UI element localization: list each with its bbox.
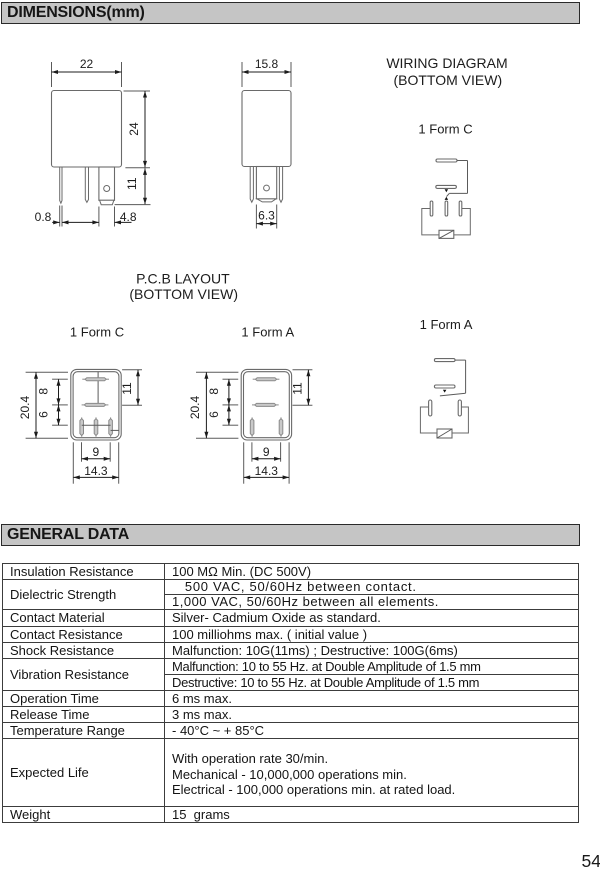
svg-text:6: 6 [207,411,221,418]
svg-text:4.8: 4.8 [120,210,137,224]
svg-text:1 Form C: 1 Form C [418,121,472,136]
svg-text:(BOTTOM VIEW): (BOTTOM VIEW) [393,72,502,88]
svg-text:8: 8 [37,388,51,395]
svg-text:6: 6 [37,411,51,418]
svg-text:11: 11 [120,382,134,395]
svg-text:20.4: 20.4 [18,395,32,419]
svg-text:24: 24 [127,122,141,136]
svg-text:1 Form C: 1 Form C [70,325,124,340]
svg-text:9: 9 [92,445,99,459]
svg-text:0.8: 0.8 [35,210,52,224]
svg-text:8: 8 [207,388,221,395]
svg-text:11: 11 [291,382,305,395]
svg-text:1 Form A: 1 Form A [241,325,294,340]
svg-text:14.3: 14.3 [84,464,108,478]
svg-text:(BOTTOM VIEW): (BOTTOM VIEW) [129,286,238,302]
svg-text:1 Form A: 1 Form A [420,317,473,332]
svg-text:6.3: 6.3 [258,209,275,223]
svg-text:14.3: 14.3 [255,464,279,478]
svg-text:20.4: 20.4 [188,395,202,419]
svg-text:11: 11 [125,177,139,190]
svg-text:22: 22 [80,57,94,71]
svg-text:P.C.B LAYOUT: P.C.B LAYOUT [136,271,230,287]
svg-text:WIRING DIAGRAM: WIRING DIAGRAM [386,55,507,71]
svg-text:9: 9 [263,445,270,459]
svg-text:15.8: 15.8 [255,57,279,71]
